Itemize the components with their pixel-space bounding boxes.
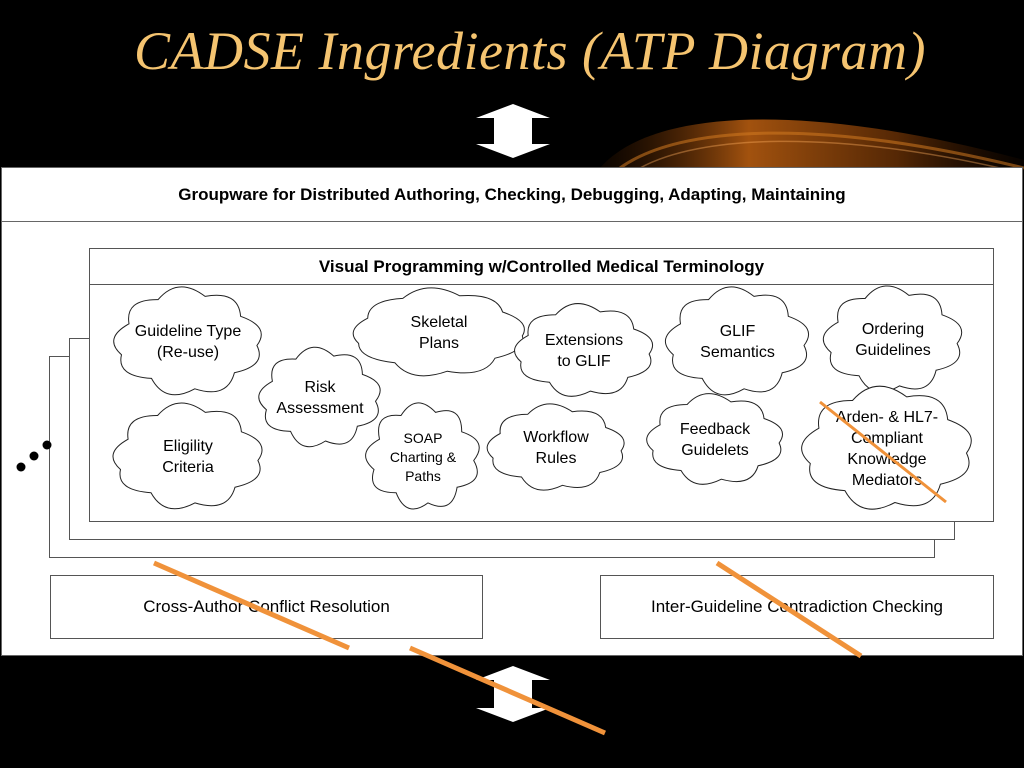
cloud-workflow-rules: Workflow Rules bbox=[480, 402, 632, 494]
cross-author-box: Cross-Author Conflict Resolution bbox=[50, 575, 483, 639]
ellipsis-icon bbox=[16, 440, 52, 472]
cloud-label: GLIF Semantics bbox=[700, 323, 775, 361]
cloud-outline bbox=[646, 393, 783, 485]
visual-programming-header: Visual Programming w/Controlled Medical … bbox=[90, 249, 993, 285]
cloud-outline bbox=[486, 403, 625, 491]
cloud-glif-semantics: GLIF Semantics bbox=[660, 286, 815, 398]
inter-guideline-box: Inter-Guideline Contradiction Checking bbox=[600, 575, 994, 639]
decorative-swoosh bbox=[600, 119, 1024, 170]
cloud-label: Skeletal Plans bbox=[410, 314, 468, 352]
cloud-label: Workflow Rules bbox=[523, 429, 589, 467]
cloud-eligility-criteria: Eligility Criteria bbox=[107, 402, 269, 512]
cloud-soap-charting: SOAP Charting & Paths bbox=[362, 402, 484, 512]
bottom-double-arrow-icon bbox=[476, 666, 550, 722]
cloud-outline bbox=[514, 303, 653, 397]
cloud-ordering-guidelines: Ordering Guidelines bbox=[818, 285, 968, 395]
cloud-label: Ordering Guidelines bbox=[855, 321, 931, 359]
cloud-outline bbox=[665, 286, 809, 396]
top-double-arrow-icon bbox=[476, 104, 550, 158]
cloud-outline bbox=[113, 286, 262, 396]
groupware-header: Groupware for Distributed Authoring, Che… bbox=[2, 168, 1022, 222]
cloud-label: Extensions to GLIF bbox=[544, 332, 624, 370]
cloud-label: Feedback Guidelets bbox=[679, 421, 751, 459]
slide-title: CADSE Ingredients (ATP Diagram) bbox=[134, 21, 926, 81]
cloud-arden-hl7: Arden- & HL7- Compliant Knowledge Mediat… bbox=[796, 385, 978, 512]
cloud-label: Arden- & HL7- Compliant Knowledge Mediat… bbox=[835, 409, 939, 489]
cloud-outline bbox=[352, 287, 525, 377]
cloud-outline bbox=[258, 346, 381, 448]
cloud-label: SOAP Charting & Paths bbox=[389, 429, 457, 484]
cloud-outline bbox=[365, 402, 480, 510]
cloud-feedback-guidelets: Feedback Guidelets bbox=[640, 392, 790, 488]
cloud-outline bbox=[112, 402, 263, 510]
cloud-risk-assessment: Risk Assessment bbox=[254, 346, 386, 450]
cloud-label: Risk Assessment bbox=[276, 379, 364, 417]
cloud-skeletal-plans: Skeletal Plans bbox=[344, 286, 534, 380]
cloud-label: Eligility Criteria bbox=[162, 438, 214, 476]
cloud-extensions-glif: Extensions to GLIF bbox=[508, 302, 660, 400]
cloud-guideline-type: Guideline Type (Re-use) bbox=[108, 286, 268, 398]
cloud-label: Guideline Type (Re-use) bbox=[134, 323, 242, 361]
